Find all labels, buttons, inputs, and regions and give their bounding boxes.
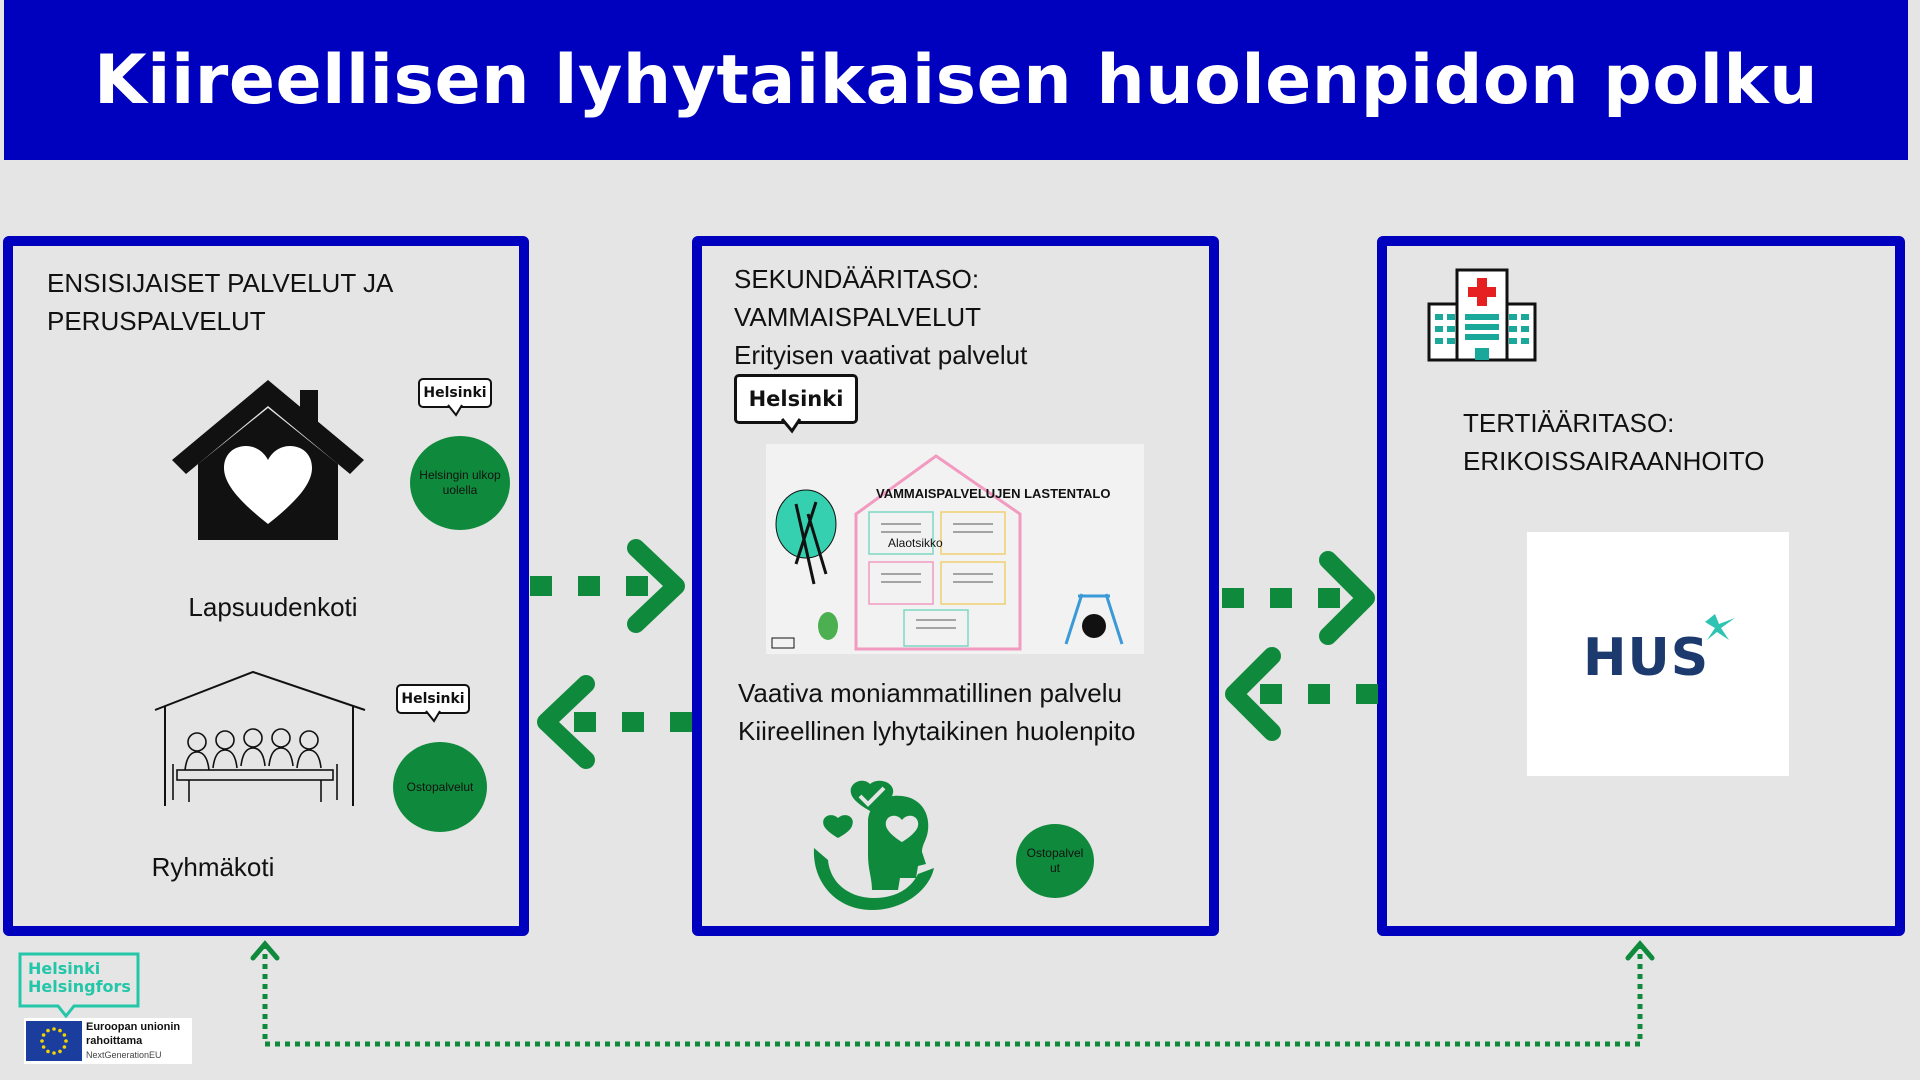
outside-helsinki-circle: Helsingin ulkopuolella	[410, 436, 510, 530]
illustration-subtitle: Alaotsikko	[888, 536, 943, 550]
panel-primary-services: ENSISIJAISET PALVELUT JA PERUSPALVELUT L…	[3, 236, 529, 936]
secondary-heading-line2: VAMMAISPALVELUT	[734, 302, 982, 332]
primary-heading-line1: ENSISIJAISET PALVELUT JA	[47, 268, 394, 298]
hus-logo-text: HUS	[1583, 628, 1710, 688]
eu-funding-logo: Euroopan unionin rahoittama NextGenerati…	[24, 1018, 192, 1064]
purchased-services-circle-left: Ostopalvelut	[393, 742, 487, 832]
helsinki-logo-line2: Helsingfors	[28, 977, 131, 996]
helsinki-logo-text: Helsinki Helsingfors	[28, 960, 131, 996]
helsinki-bubble-1: Helsinki	[418, 378, 492, 417]
arrow-right-primary-to-secondary	[530, 539, 685, 633]
helsinki-logo-line1: Helsinki	[28, 959, 101, 978]
primary-heading-line2: PERUSPALVELUT	[47, 306, 266, 336]
eu-line3: NextGenerationEU	[86, 1050, 162, 1060]
primary-heading: ENSISIJAISET PALVELUT JA PERUSPALVELUT	[47, 264, 393, 340]
eu-flag-icon	[26, 1021, 82, 1061]
service-line-1: Vaativa moniammatillinen palvelu	[738, 678, 1122, 708]
helsinki-logo: Helsinki Helsingfors	[18, 952, 140, 1019]
hus-logo: HUS	[1527, 532, 1789, 776]
bubble-tail-icon	[425, 710, 441, 723]
dotted-connector-primary-tertiary	[250, 940, 1655, 1047]
panel-tertiary-services: TERTIÄÄRITASO: ERIKOISSAIRAANHOITO HUS	[1377, 236, 1905, 936]
bubble-tail-icon	[780, 418, 802, 434]
hospital-icon	[1427, 268, 1537, 362]
panel-secondary-services: SEKUNDÄÄRITASO: VAMMAISPALVELUT Erityise…	[692, 236, 1219, 936]
helsinki-bubble-2-text: Helsinki	[396, 684, 470, 714]
childrens-house-illustration: VAMMAISPALVELUJEN LASTENTALO Alaotsikko	[766, 444, 1144, 654]
helsinki-bubble-3: Helsinki	[734, 374, 858, 434]
illustration-title: VAMMAISPALVELUJEN LASTENTALO	[876, 486, 1111, 501]
tertiary-heading: TERTIÄÄRITASO: ERIKOISSAIRAANHOITO	[1463, 404, 1764, 480]
secondary-heading: SEKUNDÄÄRITASO: VAMMAISPALVELUT Erityise…	[734, 260, 1027, 374]
house-heart-icon	[172, 380, 364, 540]
helsinki-bubble-2: Helsinki	[396, 684, 470, 723]
childrens-house-drawing	[771, 454, 1124, 651]
purchased-services-circle-mid: Ostopalvelut	[1016, 824, 1094, 898]
tertiary-heading-line2: ERIKOISSAIRAANHOITO	[1463, 446, 1765, 476]
arrow-left-secondary-to-primary	[537, 675, 692, 769]
eu-line2: rahoittama	[86, 1035, 143, 1047]
hand-head-heart-icon	[813, 780, 934, 910]
secondary-heading-line3: Erityisen vaativat palvelut	[734, 340, 1028, 370]
helsinki-logo-frame	[18, 952, 140, 1019]
secondary-heading-line1: SEKUNDÄÄRITASO:	[734, 264, 980, 294]
eu-funding-text: Euroopan unionin rahoittama NextGenerati…	[86, 1020, 180, 1062]
group-home-label: Ryhmäkoti	[151, 852, 275, 882]
helsinki-bubble-1-text: Helsinki	[418, 378, 492, 408]
arrow-left-tertiary-to-secondary	[1225, 647, 1378, 741]
eu-line1: Euroopan unionin	[86, 1021, 181, 1033]
arrow-right-secondary-to-tertiary	[1222, 551, 1375, 645]
service-line-2: Kiireellinen lyhytaikinen huolenpito	[738, 716, 1136, 746]
helsinki-bubble-3-text: Helsinki	[734, 374, 858, 424]
group-home-icon	[154, 670, 366, 806]
home-label: Lapsuudenkoti	[188, 592, 358, 622]
hus-cross-icon	[1705, 614, 1735, 640]
title-bar: Kiireellisen lyhytaikaisen huolenpidon p…	[4, 0, 1908, 160]
service-description: Vaativa moniammatillinen palvelu Kiireel…	[738, 674, 1135, 750]
page-title: Kiireellisen lyhytaikaisen huolenpidon p…	[93, 40, 1819, 120]
bubble-tail-icon	[447, 404, 463, 417]
tertiary-heading-line1: TERTIÄÄRITASO:	[1463, 408, 1675, 438]
